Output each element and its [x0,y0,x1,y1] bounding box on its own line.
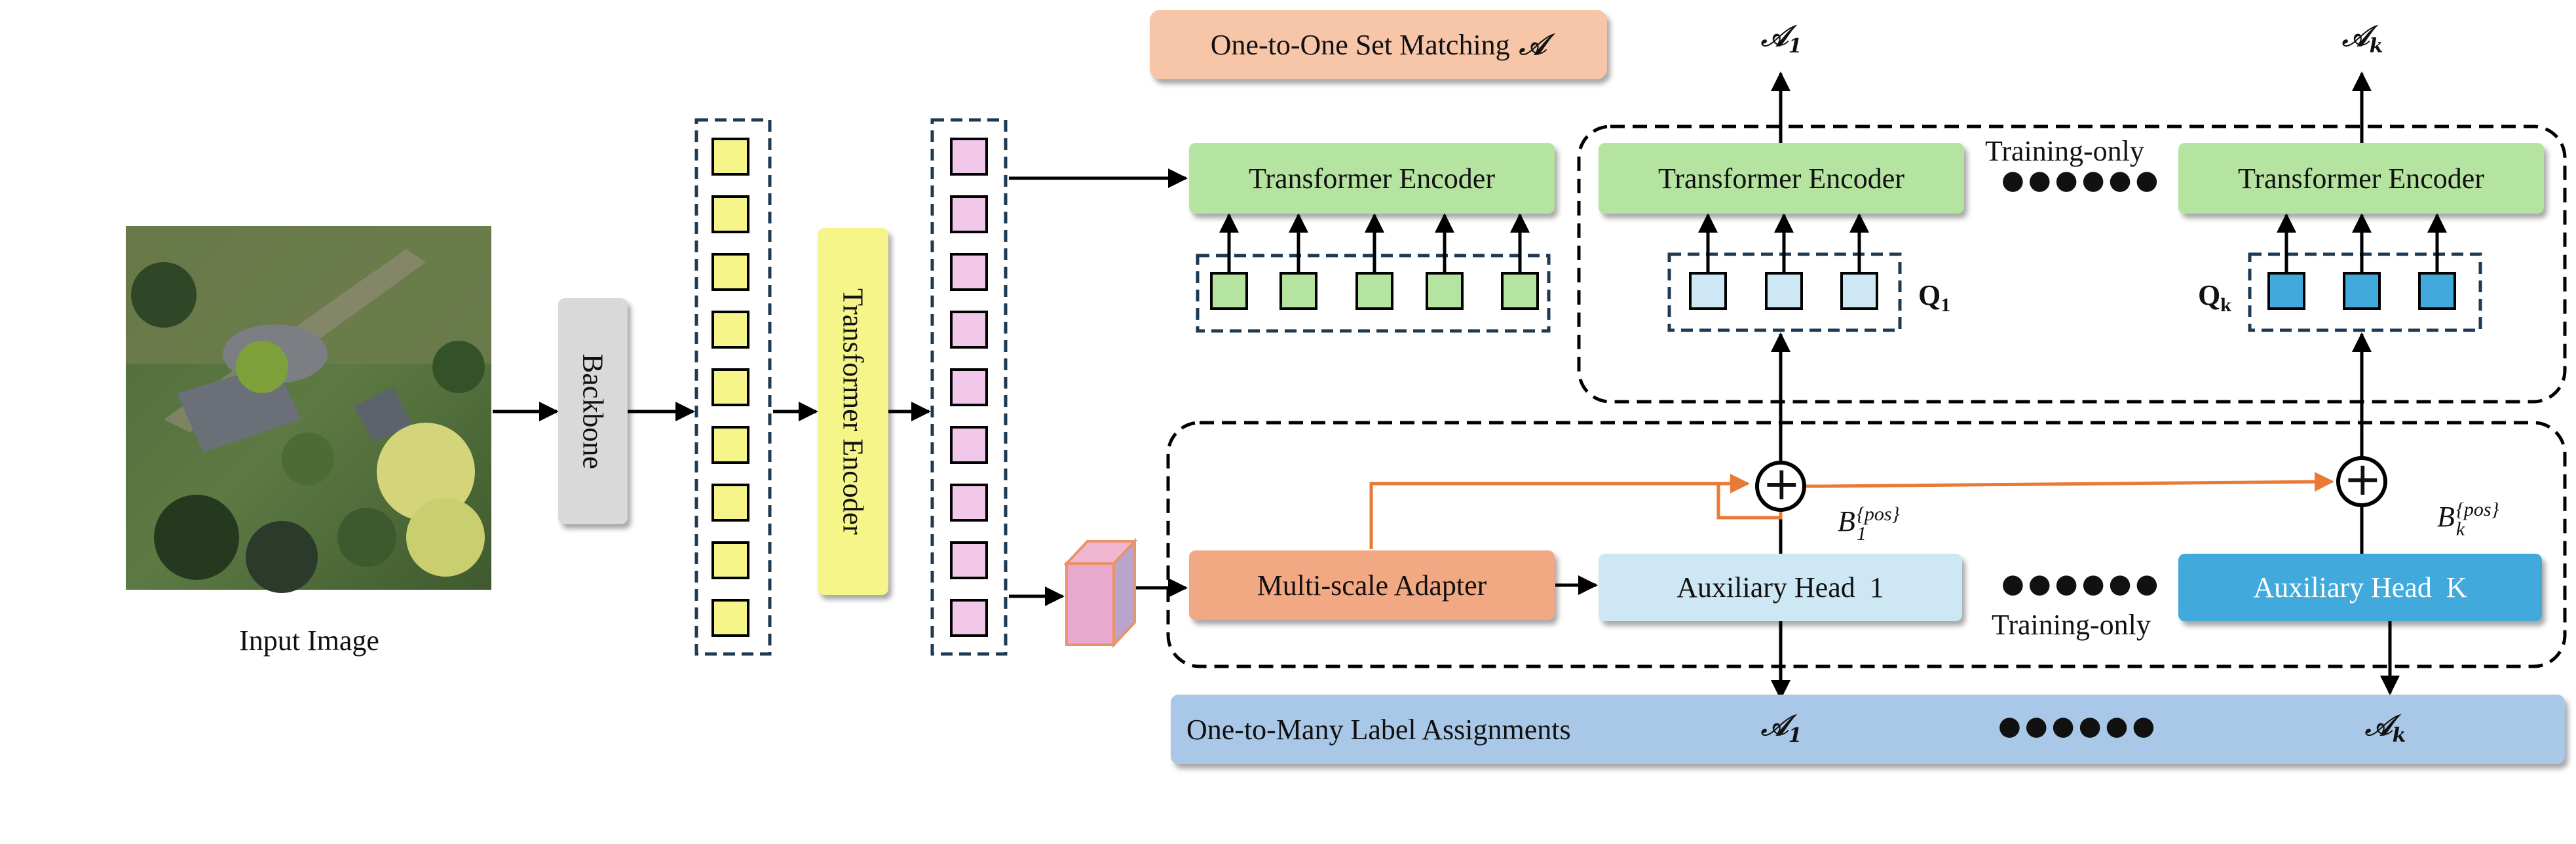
pink-token [950,195,988,233]
query-token-1 [1840,272,1878,310]
training-only-label-bottom: Training-only [1992,609,2151,641]
sum-node-1 [1755,461,1806,512]
pink-token [950,138,988,176]
sum-node-k [2336,456,2387,507]
pink-token [950,426,988,464]
ellipsis-bottom: ●●●●●● [1998,711,2159,741]
ellipsis-middle: ●●●●●● [2001,569,2163,599]
query-token-1 [1765,272,1803,310]
transformer-encoder-1: Transformer Encoder [1599,143,1964,214]
pink-token [950,484,988,522]
backbone-label: Backbone [577,353,609,469]
plus-glyph-1: + [1762,457,1801,510]
top-assignment-1: 𝒜1 [1761,20,1802,58]
b1-positional-prior: B {pos}1 [1838,503,1900,545]
feature-map-block [1063,537,1138,649]
one-to-many-assignment-label: One-to-Many Label Assignments [1186,713,1571,746]
query-k-label: Qk [2198,279,2231,316]
green-token [1355,272,1393,310]
transformer-encoder-1-label: Transformer Encoder [1658,162,1904,195]
multi-scale-adapter: Multi-scale Adapter [1189,550,1555,620]
pink-token [950,368,988,406]
input-image-caption: Input Image [239,624,379,657]
transformer-encoder-k-label: Transformer Encoder [2238,162,2484,195]
transformer-encoder-main-label: Transformer Encoder [1249,162,1495,195]
auxiliary-head-k-label: Auxiliary Head K [2253,571,2467,604]
yellow-token [711,195,749,233]
multi-scale-adapter-label: Multi-scale Adapter [1257,569,1487,602]
pink-token [950,599,988,637]
green-token [1501,272,1539,310]
auxiliary-head-1: Auxiliary Head 1 [1599,554,1962,621]
input-image [126,226,491,593]
bottom-assignment-1: 𝒜1 [1761,709,1802,747]
transformer-encoder-k: Transformer Encoder [2178,143,2544,214]
query-token-k [2267,272,2305,310]
green-token [1210,272,1248,310]
auxiliary-head-k: Auxiliary Head K [2178,554,2542,621]
training-only-label-top: Training-only [1985,135,2144,167]
auxiliary-head-1-label: Auxiliary Head 1 [1676,571,1884,604]
green-token [1279,272,1317,310]
query-token-k [2418,272,2456,310]
transformer-encoder-block: Transformer Encoder [818,228,888,595]
query-token-k [2343,272,2381,310]
transformer-encoder-main: Transformer Encoder [1189,143,1555,214]
green-token [1426,272,1464,310]
bk-positional-prior: B {pos}k [2437,499,2499,540]
top-assignment-k: 𝒜k [2342,20,2383,58]
plus-glyph-k: + [2343,452,2382,506]
pink-token [950,541,988,579]
transformer-encoder-label: Transformer Encoder [837,288,869,535]
yellow-token [711,138,749,176]
pink-token [950,311,988,349]
yellow-token [711,541,749,579]
bottom-assignment-k: 𝒜k [2365,709,2406,747]
yellow-token [711,253,749,291]
yellow-token [711,426,749,464]
pink-token [950,253,988,291]
one-to-one-matching-label: One-to-One Set Matching [1210,28,1510,61]
yellow-token [711,599,749,637]
yellow-token [711,484,749,522]
yellow-token [711,311,749,349]
query-1-label: Q1 [1918,279,1951,316]
one-to-many-assignment-banner: One-to-Many Label Assignments [1171,695,2565,764]
matching-symbol: 𝒜 [1519,28,1547,62]
one-to-one-matching-banner: One-to-One Set Matching 𝒜 [1150,10,1607,79]
backbone-block: Backbone [558,298,628,524]
ellipsis-top: ●●●●●● [2001,165,2163,195]
query-token-1 [1689,272,1727,310]
yellow-token [711,368,749,406]
